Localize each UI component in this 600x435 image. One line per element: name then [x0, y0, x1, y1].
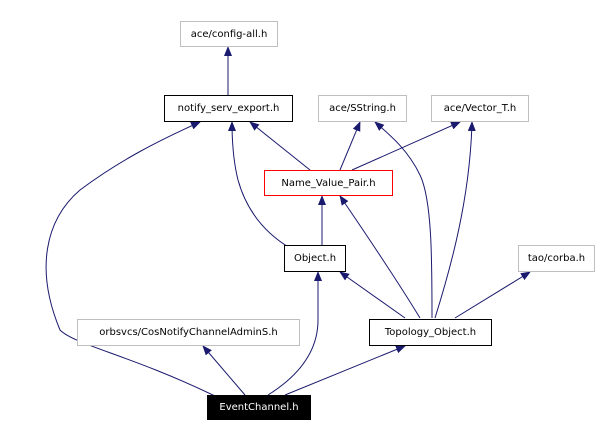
node-sstring[interactable]: ace/SString.h [318, 95, 407, 122]
edge-name-value-pair-to-notify-serv-export [249, 121, 311, 171]
edge-event-channel-to-topology-object [284, 345, 406, 396]
node-tao-corba[interactable]: tao/corba.h [518, 245, 595, 272]
node-topology-object[interactable]: Topology_Object.h [369, 319, 492, 346]
edge-name-value-pair-to-vector-t [351, 121, 461, 171]
edge-topology-object-to-vector-t [434, 121, 476, 319]
edge-object-to-notify-serv-export [228, 121, 291, 249]
edge-event-channel-to-cos-notify [202, 345, 246, 396]
node-name-value-pair[interactable]: Name_Value_Pair.h [264, 170, 393, 196]
node-vector-t[interactable]: ace/Vector_T.h [431, 95, 529, 122]
edge-name-value-pair-to-sstring [339, 121, 361, 171]
edge-topology-object-to-object [339, 271, 406, 319]
edge-topology-object-to-tao-corba [454, 271, 531, 319]
node-event-channel[interactable]: EventChannel.h [207, 395, 311, 420]
edge-topology-object-to-sstring [374, 121, 433, 319]
node-config-all[interactable]: ace/config-all.h [180, 21, 278, 47]
edge-event-channel-to-notify-serv-export [45, 121, 216, 397]
edge-event-channel-to-object [267, 271, 322, 396]
node-cos-notify[interactable]: orbsvcs/CosNotifyChannelAdminS.h [77, 319, 300, 346]
edge-topology-object-to-name-value-pair [339, 195, 421, 319]
node-object[interactable]: Object.h [284, 245, 346, 272]
node-notify-serv-export[interactable]: notify_serv_export.h [164, 95, 293, 122]
